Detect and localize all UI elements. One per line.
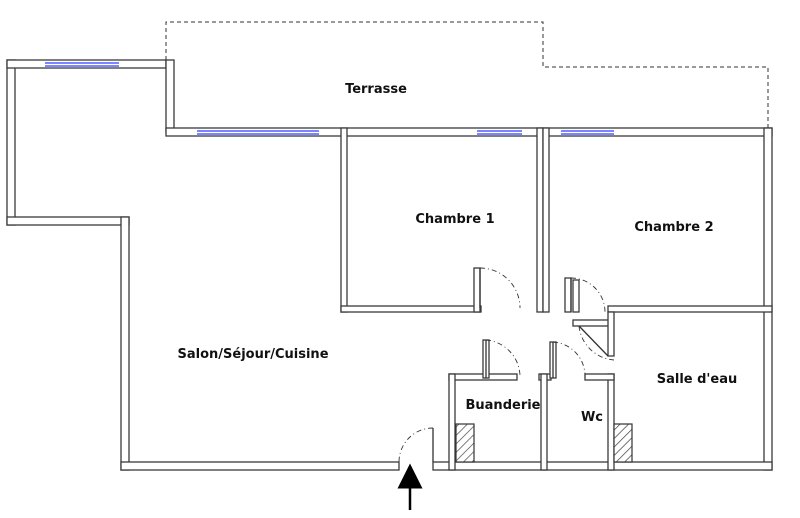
label-chambre-1: Chambre 1	[415, 212, 494, 227]
exterior-walls	[6, 59, 773, 471]
doors	[398, 267, 615, 463]
label-terrasse: Terrasse	[345, 82, 407, 97]
label-buanderie: Buanderie	[466, 398, 541, 413]
label-salle-eau: Salle d'eau	[657, 372, 738, 387]
bedroom-walls	[340, 127, 773, 313]
duct-salle-eau	[613, 423, 633, 463]
label-wc: Wc	[581, 410, 603, 425]
label-chambre-2: Chambre 2	[634, 220, 713, 235]
label-salon: Salon/Séjour/Cuisine	[177, 347, 328, 362]
terrace-outline	[165, 21, 769, 128]
duct-buanderie	[455, 423, 475, 463]
windows	[45, 61, 614, 135]
